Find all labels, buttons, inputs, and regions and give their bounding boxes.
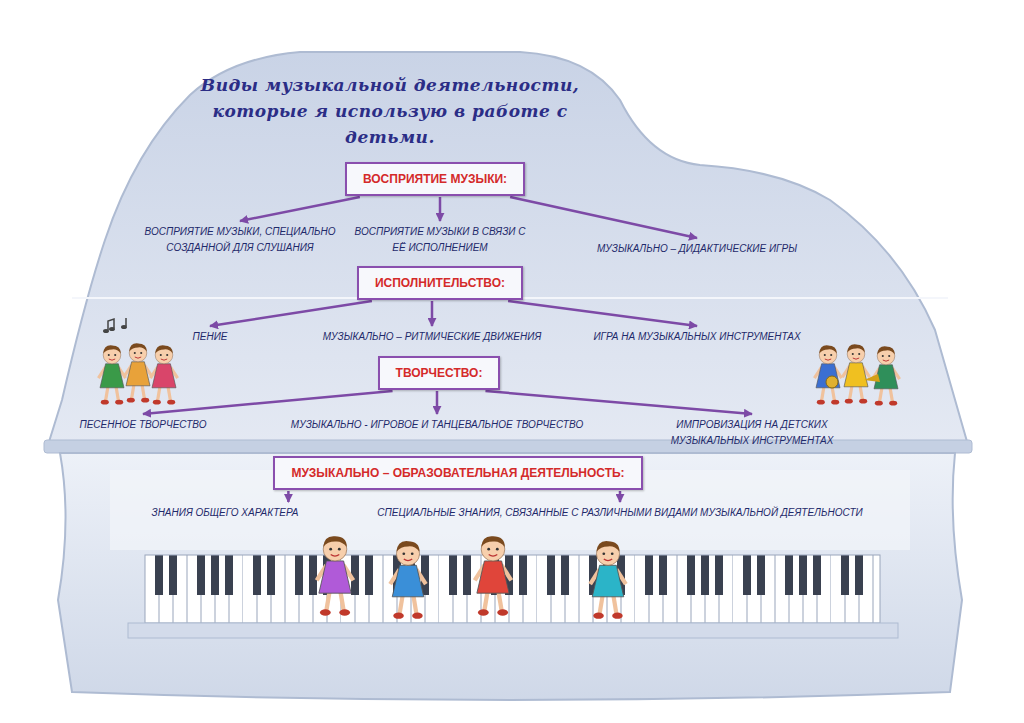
activity-item: ЗНАНИЯ ОБЩЕГО ХАРАКТЕРА bbox=[150, 505, 301, 521]
activity-label: ЗНАНИЯ ОБЩЕГО ХАРАКТЕРА bbox=[152, 505, 299, 521]
category-box: ИСПОЛНИТЕЛЬСТВО: bbox=[357, 266, 523, 300]
activity-item: ИМПРОВИЗАЦИЯ НА ДЕТСКИХ МУЗЫКАЛЬНЫХ ИНСТ… bbox=[657, 417, 847, 449]
activity-label: ИГРА НА МУЗЫКАЛЬНЫХ ИНСТРУМЕНТАХ bbox=[593, 329, 800, 345]
activity-item: ИГРА НА МУЗЫКАЛЬНЫХ ИНСТРУМЕНТАХ bbox=[591, 329, 802, 345]
dancing-children bbox=[317, 536, 626, 619]
activity-label: ИМПРОВИЗАЦИЯ НА ДЕТСКИХ МУЗЫКАЛЬНЫХ ИНСТ… bbox=[659, 417, 845, 449]
activity-label: МУЗЫКАЛЬНО – ДИДАКТИЧЕСКИЕ ИГРЫ bbox=[597, 241, 797, 257]
activity-item: ВОСПРИЯТИЕ МУЗЫКИ, СПЕЦИАЛЬНО СОЗДАННОЙ … bbox=[135, 224, 345, 256]
category-label: МУЗЫКАЛЬНО – ОБРАЗОВАТЕЛЬНАЯ ДЕЯТЕЛЬНОСТ… bbox=[291, 466, 624, 480]
connector-arrow bbox=[240, 197, 360, 221]
connector-arrow bbox=[510, 197, 697, 238]
category-box: ТВОРЧЕСТВО: bbox=[378, 356, 501, 390]
category-label: ВОСПРИЯТИЕ МУЗЫКИ: bbox=[363, 172, 507, 186]
connector-arrow bbox=[508, 301, 697, 326]
connector-arrow bbox=[485, 391, 752, 414]
activity-label: ВОСПРИЯТИЕ МУЗЫКИ В СВЯЗИ С ЕЁ ИСПОЛНЕНИ… bbox=[353, 224, 527, 256]
activity-item: СПЕЦИАЛЬНЫЕ ЗНАНИЯ, СВЯЗАННЫЕ С РАЗЛИЧНЫ… bbox=[375, 505, 864, 521]
connector-arrow bbox=[210, 301, 372, 326]
activity-label: МУЗЫКАЛЬНО – РИТМИЧЕСКИЕ ДВИЖЕНИЯ bbox=[323, 329, 541, 345]
activity-label: ПЕСЕННОЕ ТВОРЧЕСТВО bbox=[79, 417, 206, 433]
category-label: ТВОРЧЕСТВО: bbox=[396, 366, 483, 380]
activity-label: СПЕЦИАЛЬНЫЕ ЗНАНИЯ, СВЯЗАННЫЕ С РАЗЛИЧНЫ… bbox=[377, 505, 862, 521]
activity-item: ПЕНИЕ bbox=[191, 329, 230, 345]
activity-item: ВОСПРИЯТИЕ МУЗЫКИ В СВЯЗИ С ЕЁ ИСПОЛНЕНИ… bbox=[351, 224, 529, 256]
connector-arrow bbox=[439, 197, 442, 221]
diagram-title: Виды музыкальной деятельности, которые я… bbox=[190, 72, 590, 150]
activity-item: МУЗЫКАЛЬНО – ДИДАКТИЧЕСКИЕ ИГРЫ bbox=[595, 241, 799, 257]
children-with-instruments bbox=[814, 344, 899, 405]
connector-arrow bbox=[436, 391, 439, 414]
activity-item: МУЗЫКАЛЬНО – РИТМИЧЕСКИЕ ДВИЖЕНИЯ bbox=[321, 329, 543, 345]
singing-children bbox=[98, 318, 177, 405]
category-label: ИСПОЛНИТЕЛЬСТВО: bbox=[375, 276, 505, 290]
piano-lid bbox=[48, 52, 968, 445]
category-box: МУЗЫКАЛЬНО – ОБРАЗОВАТЕЛЬНАЯ ДЕЯТЕЛЬНОСТ… bbox=[273, 456, 642, 490]
activity-label: МУЗЫКАЛЬНО - ИГРОВОЕ И ТАНЦЕВАЛЬНОЕ ТВОР… bbox=[291, 417, 583, 433]
connector-arrow bbox=[143, 391, 393, 414]
keyboard bbox=[145, 555, 880, 623]
connector-arrow bbox=[619, 491, 622, 502]
category-box: ВОСПРИЯТИЕ МУЗЫКИ: bbox=[345, 162, 525, 196]
activity-label: ПЕНИЕ bbox=[193, 329, 228, 345]
connector-arrow bbox=[431, 301, 434, 326]
piano-body bbox=[58, 453, 962, 700]
activity-label: ВОСПРИЯТИЕ МУЗЫКИ, СПЕЦИАЛЬНО СОЗДАННОЙ … bbox=[137, 224, 343, 256]
activity-item: ПЕСЕННОЕ ТВОРЧЕСТВО bbox=[77, 417, 208, 433]
key-rail bbox=[128, 623, 898, 638]
connector-arrow bbox=[287, 491, 290, 502]
activity-item: МУЗЫКАЛЬНО - ИГРОВОЕ И ТАНЦЕВАЛЬНОЕ ТВОР… bbox=[289, 417, 585, 433]
